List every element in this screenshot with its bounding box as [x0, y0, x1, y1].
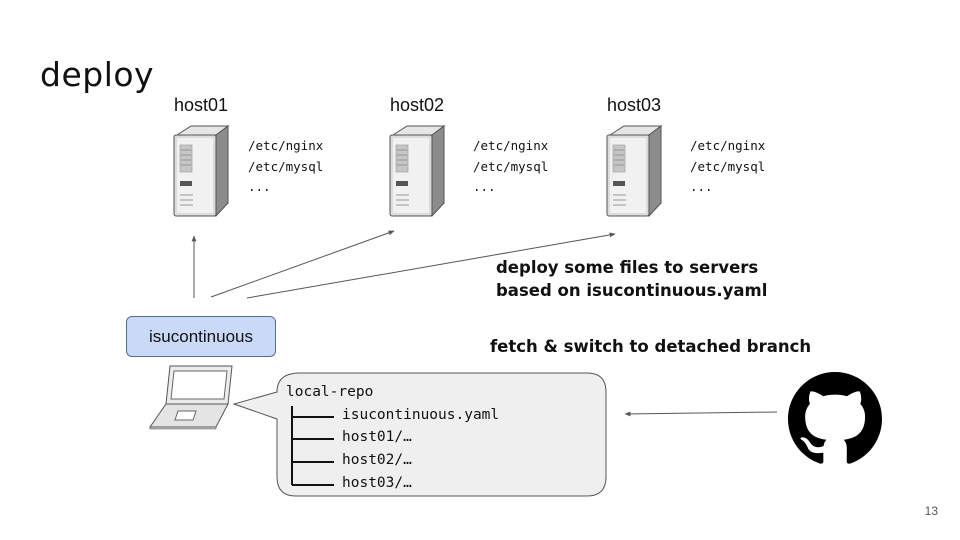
repo-item: isucontinuous.yaml: [342, 407, 500, 423]
host-label-host02: host02: [390, 95, 445, 115]
page-number: 13: [924, 504, 938, 518]
server-icon: [604, 125, 666, 219]
repo-callout-bubble: [232, 372, 607, 497]
repo-item: host03/…: [342, 475, 412, 491]
path-item: ...: [248, 179, 271, 194]
path-item: /etc/nginx: [473, 138, 549, 153]
deploy-note: deploy some files to servers based on isu…: [496, 256, 767, 302]
laptop-icon: [148, 364, 236, 430]
path-item: /etc/mysql: [248, 158, 324, 174]
deploy-note-line1: deploy some files to servers: [496, 258, 759, 277]
deploy-note-line2: based on isucontinuous.yaml: [496, 281, 768, 300]
path-item: ...: [473, 179, 496, 194]
fetch-arrow: [624, 411, 778, 417]
path-item: /etc/nginx: [690, 138, 766, 153]
path-item: /etc/mysql: [690, 158, 766, 174]
repo-item: host01/…: [342, 429, 412, 445]
slide-title: deploy: [40, 55, 155, 94]
deploy-arrow-host03: [246, 232, 616, 299]
deploy-arrow-host02: [210, 230, 395, 298]
server-icon: [171, 125, 233, 219]
host03-path-list: /etc/nginx/etc/mysql...: [690, 136, 765, 198]
isucontinuous-box: isucontinuous: [126, 316, 276, 357]
github-icon: [788, 372, 882, 466]
path-item: ...: [690, 179, 713, 194]
fetch-note: fetch & switch to detached branch: [490, 337, 812, 356]
host-label-host03: host03: [607, 95, 662, 115]
server-icon: [387, 125, 449, 219]
host02-path-list: /etc/nginx/etc/mysql...: [473, 136, 548, 198]
host-label-host01: host01: [174, 95, 229, 115]
repo-item: host02/…: [342, 452, 412, 468]
path-item: /etc/nginx: [248, 138, 324, 153]
host01-path-list: /etc/nginx/etc/mysql...: [248, 136, 323, 198]
repo-root-label: local-repo: [286, 384, 374, 400]
path-item: /etc/mysql: [473, 158, 549, 174]
